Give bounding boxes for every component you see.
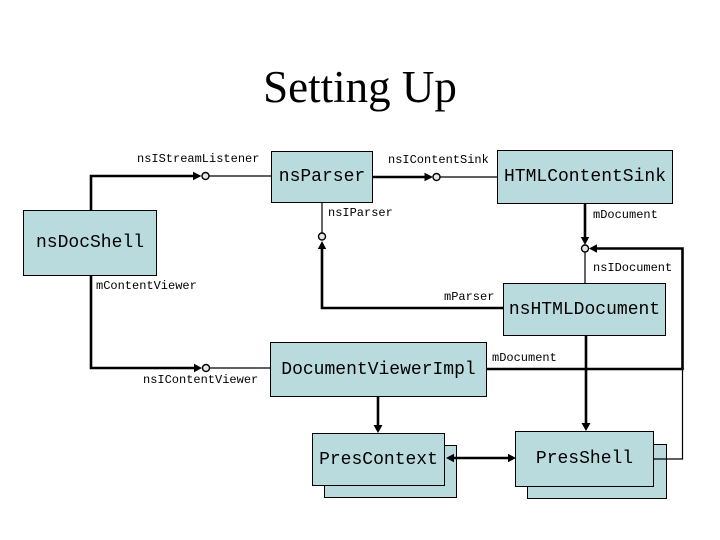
box-presshell: PresShell (515, 431, 654, 487)
label-mdocument-viewer: mDocument (492, 351, 557, 365)
edge-nshtmldocument-presshell-connector (581, 336, 591, 431)
box-nshtmldocument: nsHTMLDocument (503, 283, 666, 336)
slide-title: Setting Up (263, 62, 457, 112)
box-prescontext: PresContext (312, 433, 445, 486)
label-nsicontentsink: nsIContentSink (388, 153, 489, 167)
edge-documentviewer-prescontext-connector (373, 397, 383, 433)
nsicontentviewer-interface-port (201, 363, 211, 373)
label-nsiparser: nsIParser (328, 206, 393, 220)
nsistreamlistener-interface-port (201, 171, 210, 181)
edge-nsistreamlistener-connector (89, 171, 271, 210)
edge-mdocument-sink-connector (580, 204, 590, 283)
edge-nsicontentsink-connector (373, 172, 497, 182)
nsidocument-interface-port (580, 244, 590, 253)
box-htmlcontentsink: HTMLContentSink (497, 150, 673, 204)
label-nsistreamlistener: nsIStreamListener (137, 152, 260, 166)
nsicontentsink-interface-port (432, 172, 441, 182)
nsiparser-interface-port (317, 232, 327, 241)
label-mparser: mParser (444, 290, 495, 304)
label-nsicontentviewer: nsIContentViewer (143, 373, 259, 387)
label-mcontentviewer: mContentViewer (96, 279, 197, 293)
box-nsparser: nsParser (271, 151, 373, 203)
label-mdocument-sink: mDocument (593, 208, 658, 222)
box-documentviewerimpl: DocumentViewerImpl (270, 342, 487, 397)
label-nsidocument: nsIDocument (593, 261, 673, 275)
box-nsdocshell: nsDocShell (23, 210, 157, 276)
